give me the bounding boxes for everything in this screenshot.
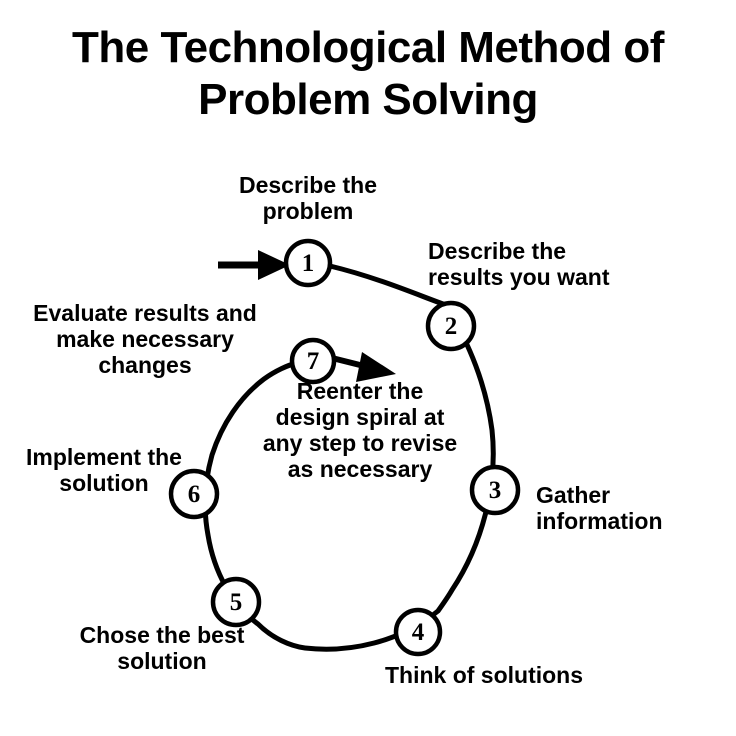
step-label-1: Describe the problem [238, 172, 378, 224]
step-node-4[interactable] [393, 607, 443, 657]
step-label-6: Implement the solution [26, 444, 182, 496]
page-title-line-1: The Technological Method of [72, 23, 664, 72]
page-title: The Technological Method of Problem Solv… [0, 22, 736, 126]
step-label-2: Describe the results you want [428, 238, 610, 290]
reenter-note: Reenter the design spiral at any step to… [262, 378, 458, 482]
entry-arrow [218, 250, 290, 280]
step-node-5[interactable] [210, 576, 262, 628]
step-label-5: Chose the best solution [79, 622, 245, 674]
step-node-7[interactable] [289, 337, 337, 385]
step-node-3[interactable] [469, 464, 521, 516]
step-node-2[interactable] [425, 300, 477, 352]
spiral-path [202, 263, 496, 652]
reenter-arrow [331, 352, 396, 382]
step-node-6[interactable] [168, 468, 220, 520]
step-label-3: Gather information [536, 482, 663, 534]
page-title-line-2: Problem Solving [198, 74, 538, 124]
step-node-1[interactable] [283, 238, 333, 288]
step-label-7: Evaluate results and make necessary chan… [33, 300, 257, 378]
step-label-4: Think of solutions [384, 662, 584, 688]
